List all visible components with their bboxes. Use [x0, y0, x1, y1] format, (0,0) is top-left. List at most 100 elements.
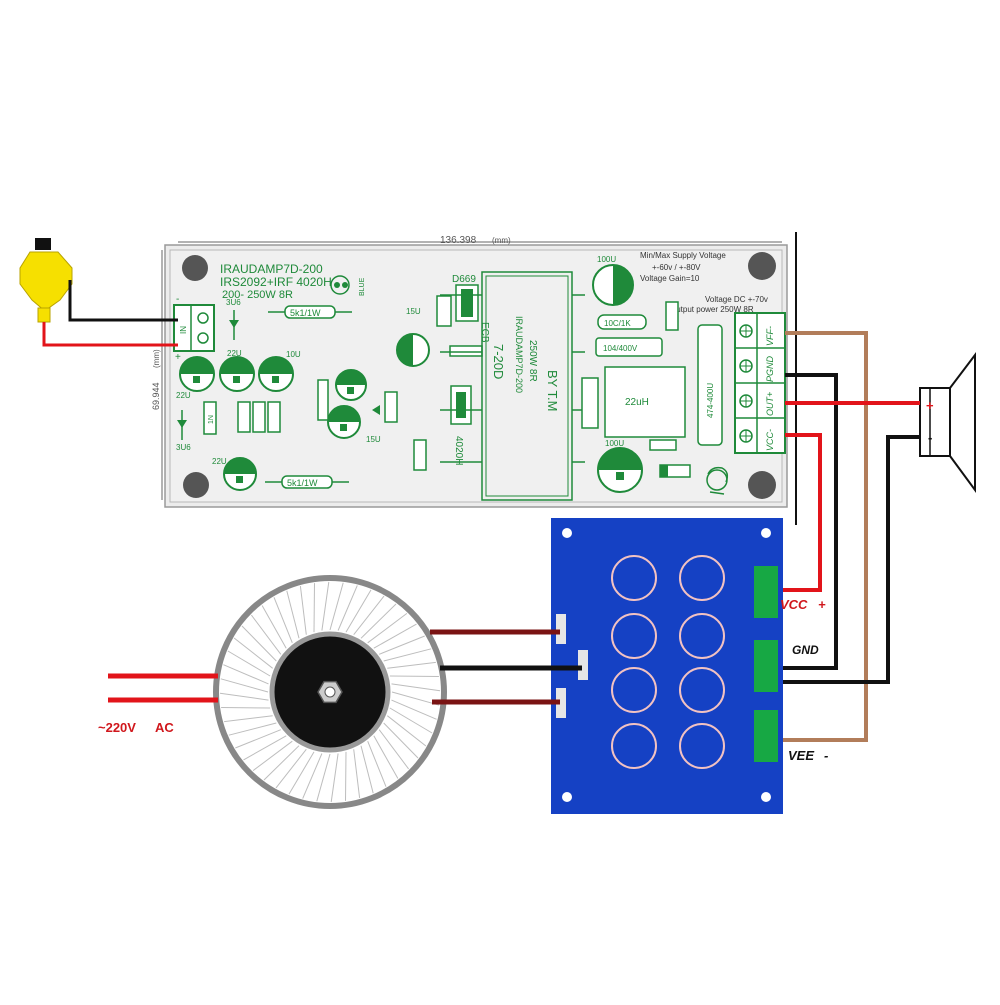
board-title-line2: IRS2092+IRF 4020H [220, 275, 332, 289]
psu-capacitor [679, 613, 725, 659]
capacitor-22u-label: 22U [212, 457, 227, 466]
capacitor-100u-label: 100U [605, 439, 624, 448]
capacitor-474-label: 474-400U [706, 383, 715, 418]
input-pin-pos: + [175, 352, 181, 363]
psu-ac-input [578, 650, 588, 680]
input-wire-red [42, 322, 178, 347]
ac-unit-label: AC [155, 720, 174, 735]
designer-logo [706, 466, 729, 495]
capacitor-474 [697, 324, 723, 446]
capacitor-22u-label: 22U [227, 349, 242, 358]
winding-stroke [227, 650, 271, 677]
winding-stroke [273, 597, 293, 643]
diode-symbol [372, 405, 380, 415]
heatsink-text-3: IRAUDAMP7D-200 [514, 316, 524, 393]
supply-line3: Voltage Gain=10 [640, 274, 700, 283]
input-screw [197, 312, 209, 324]
resistor-10c-label: 10C/1K [604, 319, 631, 328]
transistor-d669-label: D669 [452, 274, 476, 285]
capacitor-15u-label: 15U [406, 307, 421, 316]
winding-stroke [263, 745, 300, 781]
winding-stroke [389, 675, 439, 677]
input-terminal [173, 304, 215, 352]
mount-hole [748, 252, 776, 280]
ac-voltage-label: ~220V [98, 720, 136, 735]
wire-vcc-red [778, 433, 822, 592]
terminal-label-pgnd: PGND [765, 355, 775, 382]
winding-stroke [321, 581, 330, 631]
speaker-plus: + [926, 398, 934, 413]
winding-stroke [302, 753, 323, 799]
resistor-array-label: 1N [208, 415, 215, 424]
terminal-screw [739, 324, 753, 338]
winding-stroke [389, 707, 433, 734]
resistor-vertical [581, 377, 599, 429]
psu-hole [562, 528, 572, 538]
winding-stroke [391, 683, 441, 692]
mosfet-label: 4020H [453, 436, 464, 465]
psu-capacitor [679, 723, 725, 769]
winding-stroke [391, 699, 437, 720]
heatsink-text-1: BY T.M [545, 370, 560, 411]
resistor-array [203, 401, 281, 435]
speaker [919, 352, 976, 494]
led-pad [334, 282, 340, 288]
resistor-10c [597, 314, 647, 330]
resistor-vertical [413, 439, 427, 471]
winding-stroke [220, 678, 269, 693]
capacitor-104 [595, 337, 663, 357]
terminal-label-vcc: VCC- [765, 429, 775, 451]
power-supply-board [551, 518, 783, 814]
winding-stroke [373, 735, 399, 779]
capacitor-100u [597, 447, 643, 493]
input-pin-neg: - [176, 294, 179, 305]
winding-stroke [228, 722, 277, 736]
resistor-vertical [665, 301, 679, 331]
capacitor-22u [219, 356, 255, 392]
diode-label: 3U6 [226, 298, 241, 307]
winding-stroke [387, 661, 436, 669]
winding-stroke [313, 583, 315, 633]
psu-ac-input [556, 688, 566, 718]
mount-hole [182, 255, 208, 281]
width-dimension: 136.398 [440, 235, 477, 246]
resistor-vertical [384, 391, 398, 423]
terminal-label-out: OUT+ [765, 392, 775, 416]
resistor-5k1-label: 5k1/1W [287, 478, 318, 488]
winding-stroke [353, 595, 385, 636]
mount-hole [183, 472, 209, 498]
input-wire-black [68, 280, 178, 322]
amplifier-board: 136.398 (mm) 69.944 (mm) IRAUDAMP7D-200 … [151, 235, 788, 508]
board-title-line3: 200- 250W 8R [222, 289, 293, 301]
winding-stroke [329, 582, 344, 631]
terminal-label-vff: VFF- [765, 326, 775, 346]
heatsink-text-2: 250W 8R [527, 340, 538, 382]
winding-stroke [360, 603, 397, 639]
led-blue [330, 275, 350, 295]
psu-terminal-vcc [754, 566, 778, 618]
capacitor-15u-label: 15U [366, 435, 381, 444]
board-title-line1: IRAUDAMP7D-200 [220, 262, 323, 276]
diode-label: 3U6 [176, 443, 191, 452]
resistor-small [649, 439, 677, 451]
supply-line1: Min/Max Supply Voltage [640, 251, 726, 260]
terminal-screw [739, 429, 753, 443]
inductor-22uh [604, 366, 686, 438]
wire-vee-brown [778, 331, 868, 742]
height-dimension: 69.944 [151, 382, 161, 410]
psu-hole [761, 792, 771, 802]
psu-capacitor [611, 613, 657, 659]
psu-terminal-vee [754, 710, 778, 762]
led-label: BLUE [359, 277, 366, 296]
capacitor-104-label: 104/400V [603, 344, 638, 353]
terminal-screw [739, 359, 753, 373]
psu-capacitor [611, 667, 657, 713]
psu-vcc-label: VCC [780, 597, 808, 612]
capacitor-100u [592, 264, 634, 306]
winding-stroke [353, 749, 361, 798]
winding-stroke [275, 748, 307, 789]
winding-stroke [261, 605, 287, 649]
psu-gnd-label: GND [792, 643, 819, 657]
resistor-vertical [436, 295, 452, 327]
terminal-screw [739, 394, 753, 408]
